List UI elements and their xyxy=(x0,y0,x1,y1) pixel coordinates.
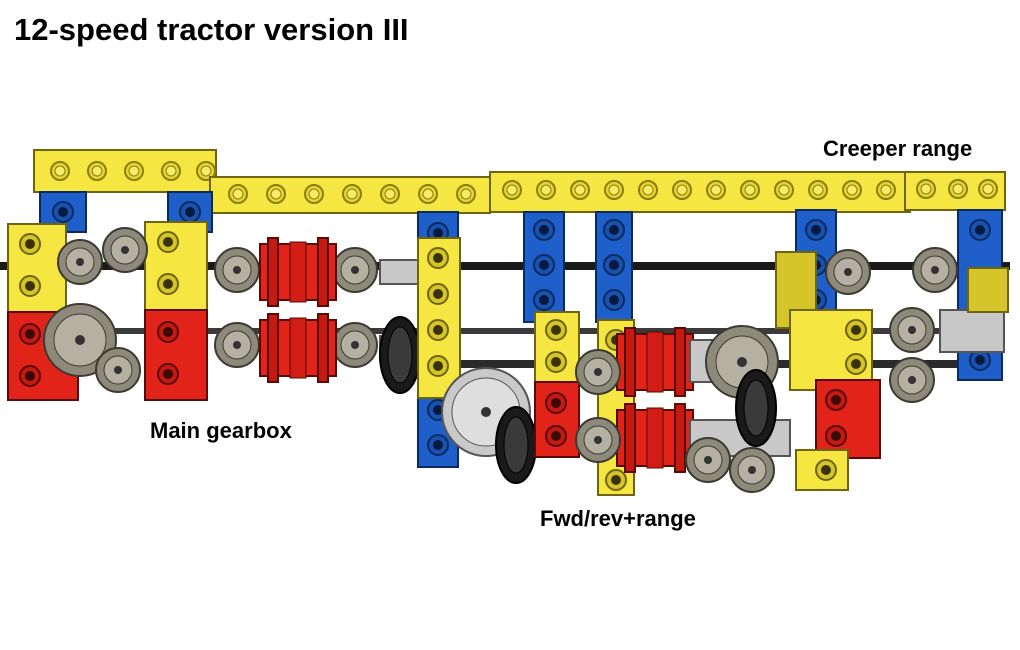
page-title: 12-speed tractor version III xyxy=(14,12,409,47)
creeper-range-label: Creeper range xyxy=(823,136,973,161)
main-gearbox-label: Main gearbox xyxy=(150,418,292,443)
top-beam-right xyxy=(489,171,911,213)
fwd-rev-range-label: Fwd/rev+range xyxy=(540,506,696,531)
